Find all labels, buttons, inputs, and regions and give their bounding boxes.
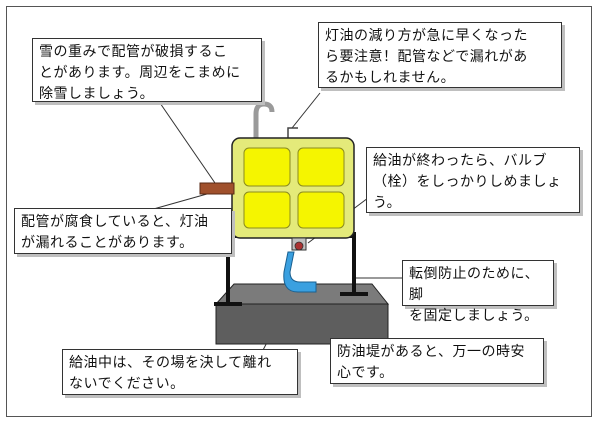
- callout-dike: 防油堤があると、万一の時安 心です。: [330, 338, 544, 384]
- oil-hose: [283, 251, 317, 293]
- callout-corrosion: 配管が腐食していると、灯油 が漏れることがあります。: [14, 208, 232, 254]
- callout-consumption: 灯油の減り方が急に早くなった ら要注意！配管などで漏れがあ るかもしれません。: [318, 22, 562, 88]
- valve: [291, 237, 307, 251]
- leader-corrosion: [149, 191, 215, 211]
- leader-consumption: [291, 92, 321, 129]
- oil-dike: [214, 283, 390, 345]
- callout-attend: 給油中は、その場を決して離れ ないでください。: [62, 349, 298, 395]
- supply-pipe: [199, 182, 235, 195]
- vent-pipe: [253, 101, 275, 140]
- diagram-frame: [6, 6, 592, 417]
- callout-snow: 雪の重みで配管が破損するこ とがあります。周辺をこまめに 除雪しましょう。: [32, 38, 262, 102]
- gauge-nozzle: [287, 127, 298, 138]
- kerosene-tank: [231, 137, 355, 239]
- callout-valve: 給油が終わったら、バルブ （栓）をしっかりしめましょ う。: [366, 147, 580, 213]
- leader-snow: [159, 102, 216, 184]
- callout-legs: 転倒防止のために、脚 を固定しましょう。: [402, 260, 554, 324]
